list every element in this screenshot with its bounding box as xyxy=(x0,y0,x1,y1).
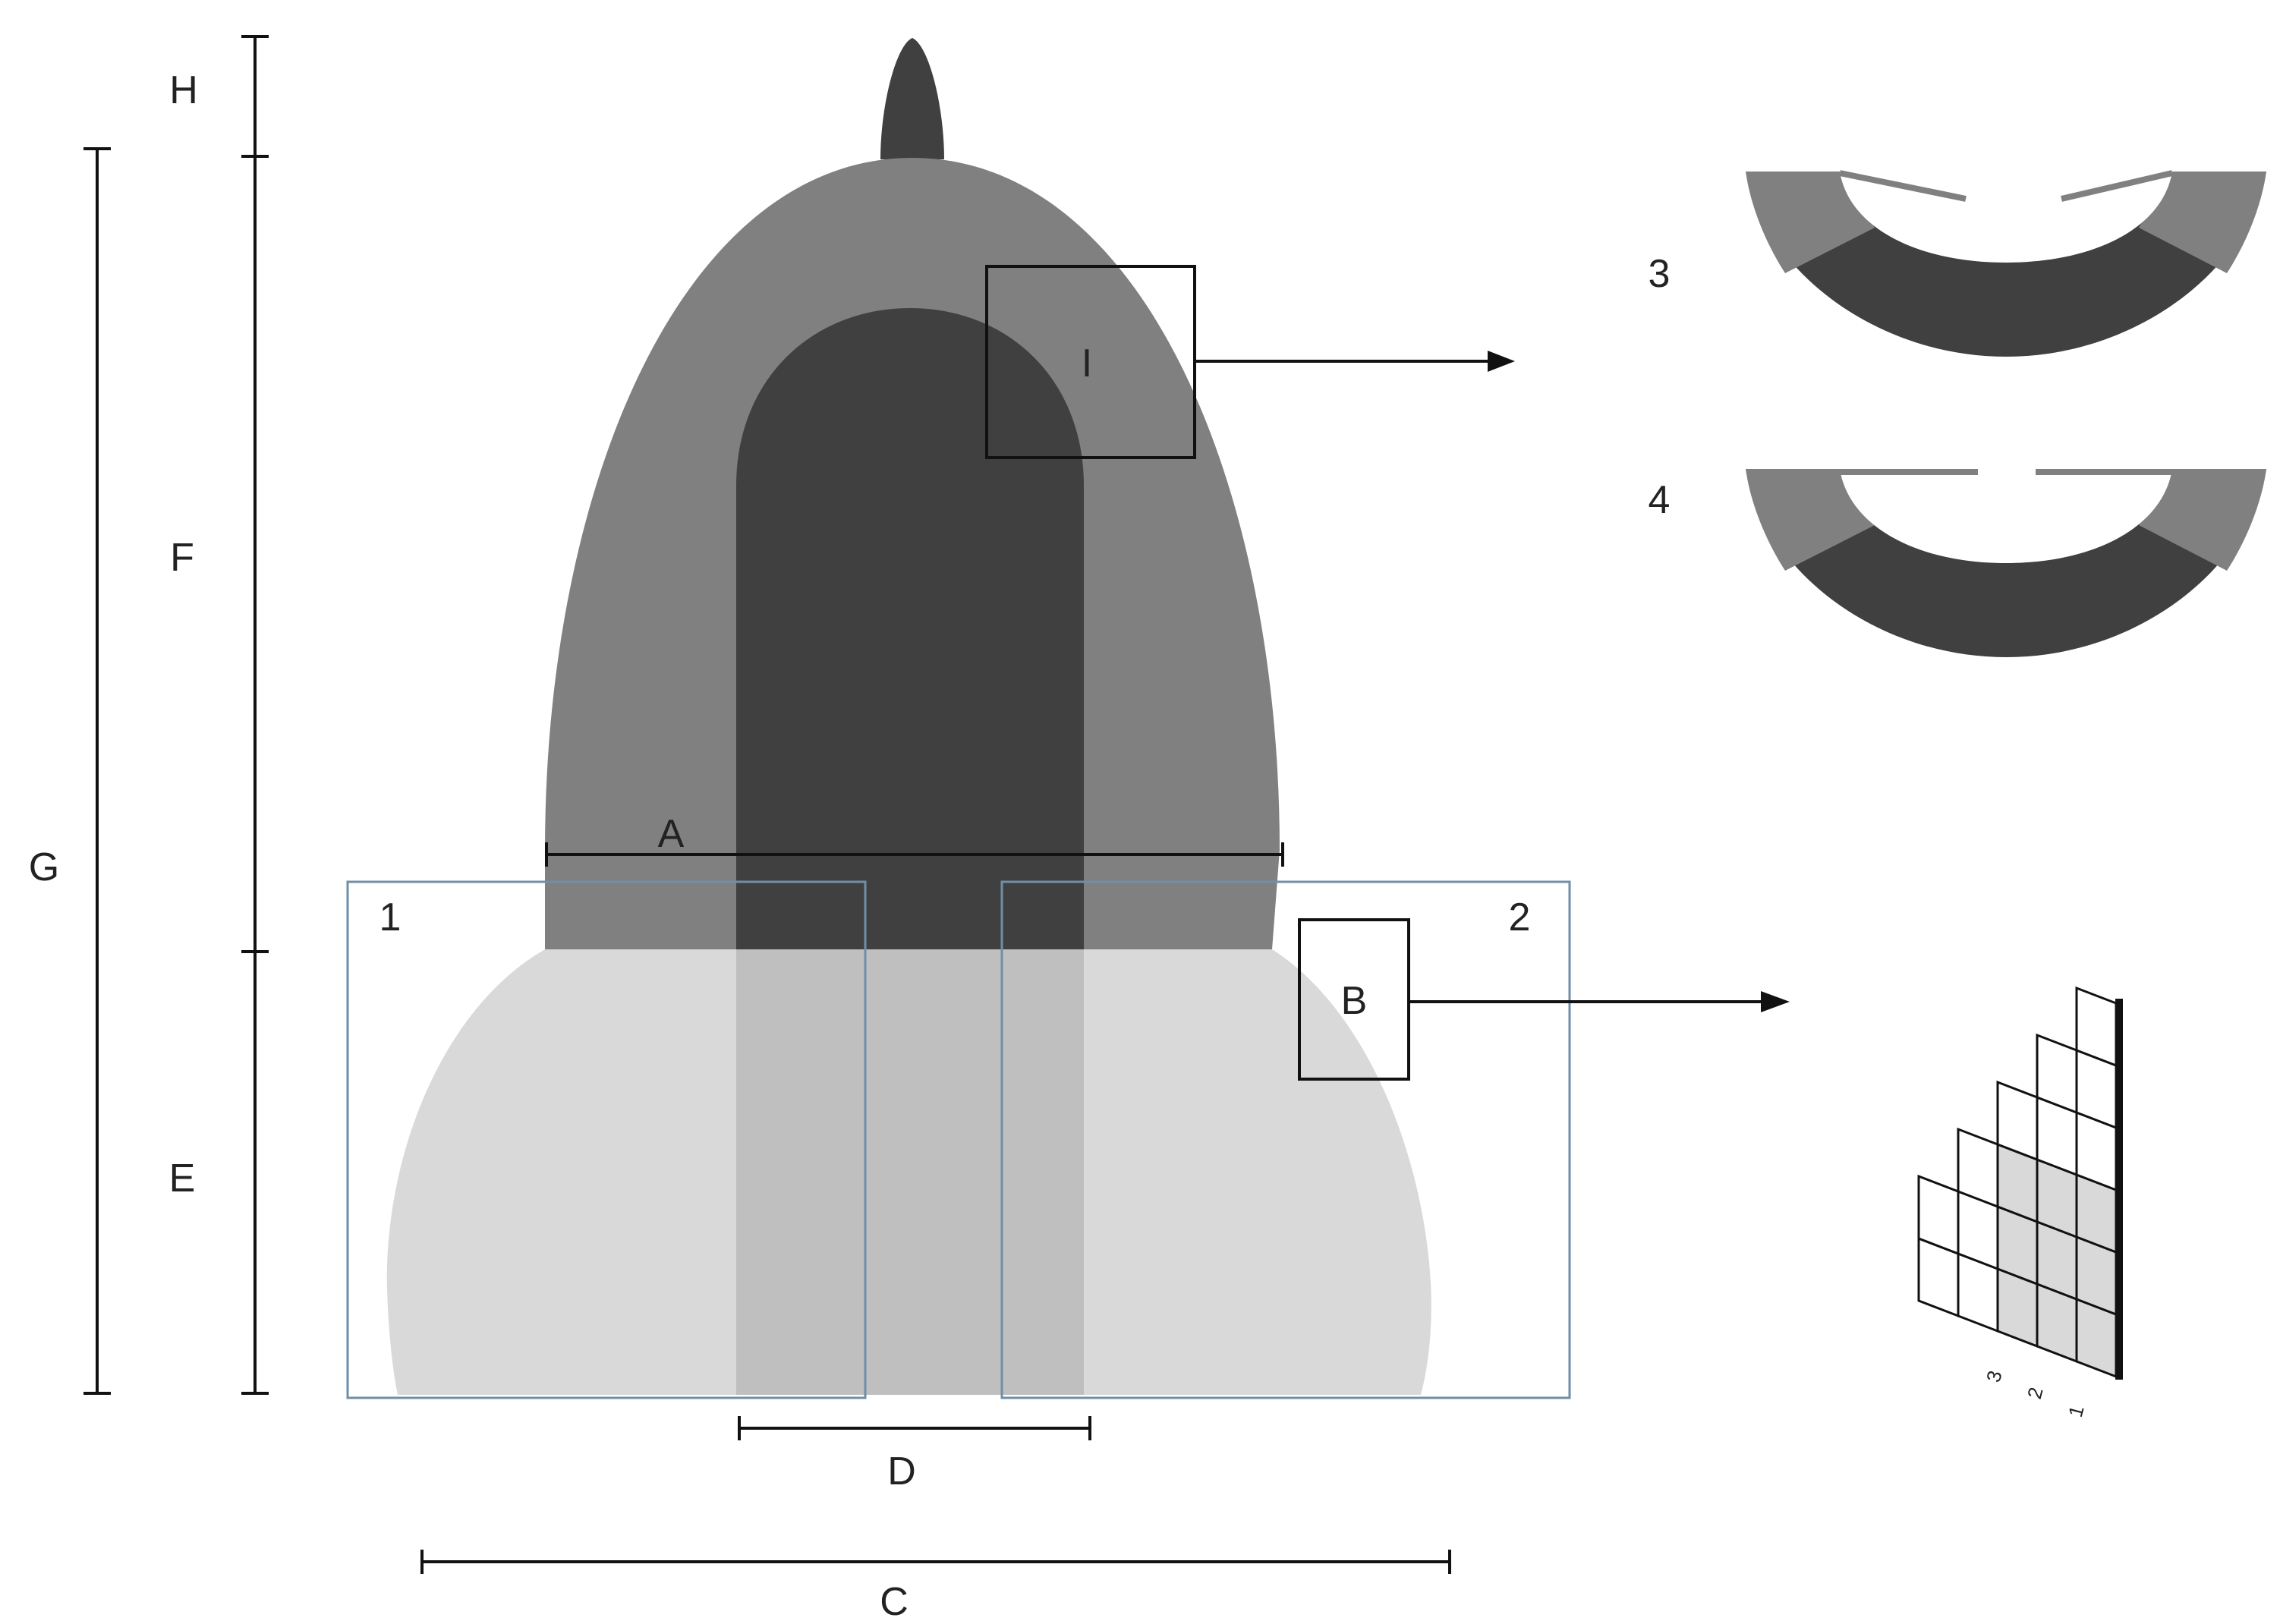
cross-section-4 xyxy=(1746,469,2266,657)
cross-section-3 xyxy=(1746,170,2266,357)
cross-section-4-right-wing xyxy=(2139,469,2266,571)
label-detail-3: 3 xyxy=(1649,252,1671,296)
specimen-figure xyxy=(386,38,1431,1395)
label-d: D xyxy=(887,1449,916,1493)
cross-section-3-right-wing xyxy=(2139,172,2266,273)
detail-box-b xyxy=(1298,918,1410,1081)
arrow-i-head xyxy=(1488,351,1515,372)
detail-b xyxy=(1298,918,1765,1081)
cross-section-4-cavity xyxy=(1840,469,2172,563)
label-h: H xyxy=(169,68,198,112)
inner-core xyxy=(736,308,1084,949)
label-region-2: 2 xyxy=(1509,895,1531,939)
label-detail-4: 4 xyxy=(1649,478,1671,522)
cross-section-3-flap-left xyxy=(1839,170,1967,202)
arrow-b-head xyxy=(1761,991,1790,1012)
cross-section-3-left-wing xyxy=(1746,172,1875,273)
label-region-1: 1 xyxy=(379,895,402,939)
detail-i xyxy=(985,265,1492,459)
label-g: G xyxy=(29,845,59,889)
label-grid-3: 3 xyxy=(1982,1368,2007,1385)
region-boxes xyxy=(346,880,1571,1399)
label-e: E xyxy=(169,1157,196,1201)
label-c: C xyxy=(880,1580,909,1624)
label-f: F xyxy=(170,536,194,580)
label-grid-1: 1 xyxy=(2064,1403,2089,1420)
cross-section-4-left-wing xyxy=(1746,469,1875,571)
sampling-grid xyxy=(1917,986,2123,1380)
region-box-1 xyxy=(346,880,867,1399)
label-b: B xyxy=(1341,979,1368,1023)
label-i: I xyxy=(1082,341,1092,386)
label-grid-2: 2 xyxy=(2023,1385,2048,1402)
cross-section-3-flap-right xyxy=(2061,170,2173,202)
region-box-2 xyxy=(1000,880,1571,1399)
apex-tip xyxy=(880,38,944,159)
label-a: A xyxy=(658,812,685,856)
lower-core xyxy=(736,949,1084,1395)
dimension-lines xyxy=(83,35,1451,1574)
